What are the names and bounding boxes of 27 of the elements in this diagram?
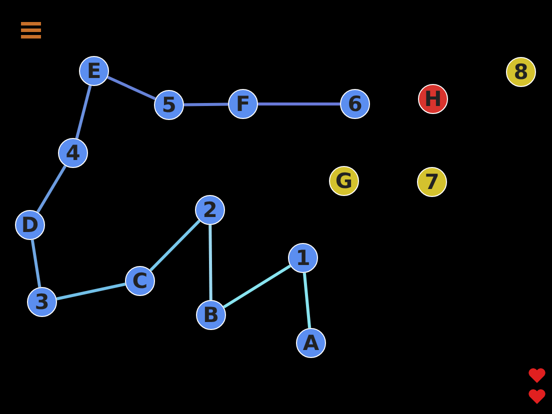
- connector-line: [36, 165, 67, 213]
- node-circle: 1: [288, 243, 318, 273]
- connector-line: [184, 102, 228, 106]
- connector-line: [302, 272, 312, 328]
- connector-line: [30, 240, 42, 288]
- node-circle: 2: [195, 195, 225, 225]
- node-circle: A: [296, 328, 326, 358]
- node-circle: 8: [506, 57, 536, 87]
- node-circle: 6: [340, 89, 370, 119]
- node-circle: E: [79, 56, 109, 86]
- node-circle: D: [15, 210, 45, 240]
- node-circle: F: [228, 89, 258, 119]
- node-circle: 4: [58, 138, 88, 168]
- node-circle: B: [196, 300, 226, 330]
- connector-line: [258, 102, 340, 106]
- connector-line: [56, 282, 126, 300]
- node-circle: H: [418, 84, 448, 114]
- node-circle: 7: [417, 167, 447, 197]
- node-circle: 3: [27, 287, 57, 317]
- connector-line: [75, 85, 92, 139]
- connector-line: [107, 76, 156, 100]
- connector-line: [208, 224, 212, 300]
- connector-line: [149, 220, 201, 272]
- node-circle: C: [125, 266, 155, 296]
- node-circle: 5: [154, 90, 184, 120]
- node-circle: G: [329, 166, 359, 196]
- connector-line: [222, 264, 292, 308]
